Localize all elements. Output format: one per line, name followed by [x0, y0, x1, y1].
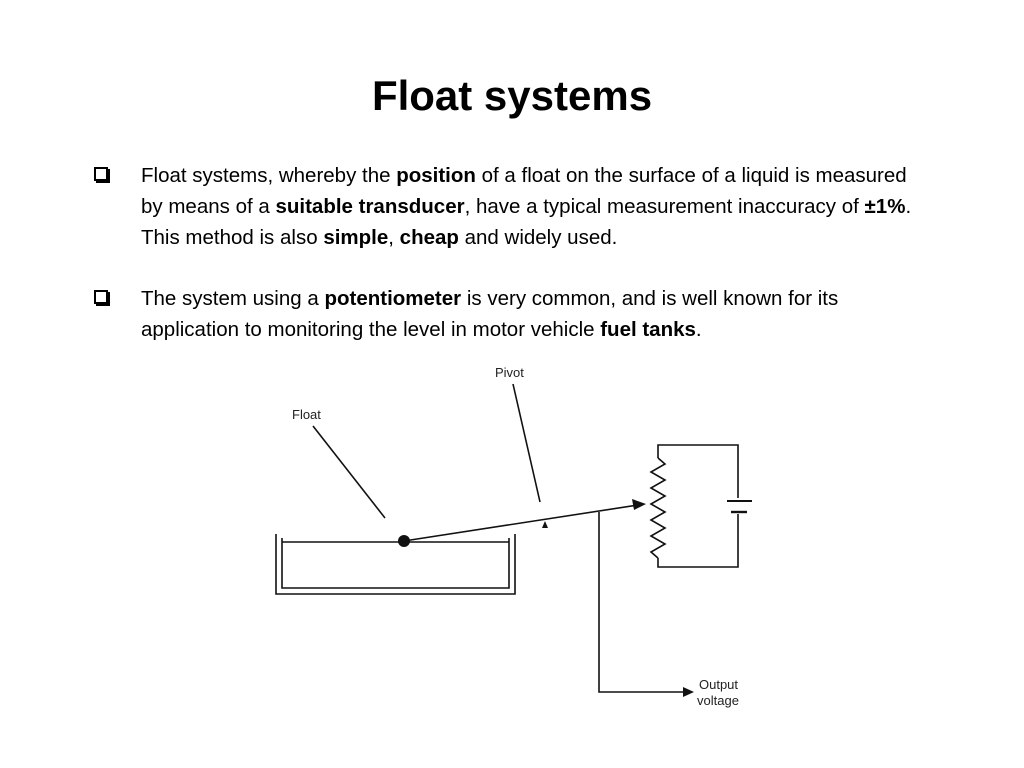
- bullet-bold-phrase: fuel tanks: [600, 318, 696, 341]
- pivot-leader-line: [512, 383, 541, 503]
- bullet-text-run: . This method is also: [141, 195, 912, 249]
- bullet-text: The system using a potentiometer is very…: [141, 287, 838, 341]
- bullet-text-run: and widely used.: [458, 226, 618, 249]
- bullet-bold-phrase: ±1%: [864, 195, 906, 218]
- resistor-top-wire: [657, 444, 739, 498]
- wiper-arrowhead: [632, 499, 646, 510]
- label-output-line2: voltage: [697, 693, 739, 708]
- output-wire: [598, 512, 686, 693]
- bullet-text: Float systems, whereby the position of a…: [141, 164, 911, 249]
- bullet-text-run: Float systems, whereby the: [141, 164, 397, 187]
- bullet-bold-phrase: cheap: [399, 226, 459, 249]
- slide-title: Float systems: [371, 72, 653, 119]
- resistor-bottom-wire: [657, 514, 739, 568]
- output-arrowhead: [683, 687, 694, 697]
- label-output-line1: Output: [699, 677, 738, 692]
- bullet-text-run: is very common, and is well known for it…: [141, 287, 839, 341]
- tank-outer: [275, 534, 516, 595]
- bullet-list: Float systems, whereby the position of a…: [92, 160, 932, 375]
- bullet-item: The system using a potentiometer is very…: [92, 283, 932, 345]
- bullet-text-run: .: [695, 318, 702, 341]
- bullet-bold-phrase: simple: [323, 226, 389, 249]
- checkbox-bullet-icon: [94, 290, 108, 304]
- bullet-text-run: , have a typical measurement inaccuracy …: [464, 195, 865, 218]
- label-float: Float: [292, 407, 321, 422]
- bullet-text-run: The system using a: [141, 287, 325, 310]
- bullet-text-run: of a float on the surface of a liquid is…: [141, 164, 907, 218]
- bullet-bold-phrase: potentiometer: [324, 287, 462, 310]
- bullet-item: Float systems, whereby the position of a…: [92, 160, 932, 253]
- float-arm: [403, 504, 639, 542]
- tank-inner: [281, 538, 510, 589]
- resistor-zigzag: [649, 457, 667, 559]
- bullet-text-run: ,: [388, 226, 400, 249]
- float-leader-line: [312, 425, 386, 519]
- bullet-bold-phrase: suitable transducer: [275, 195, 465, 218]
- pivot-triangle: [542, 521, 548, 528]
- float-ball: [398, 535, 410, 547]
- checkbox-bullet-icon: [94, 167, 108, 181]
- bullet-bold-phrase: position: [396, 164, 476, 187]
